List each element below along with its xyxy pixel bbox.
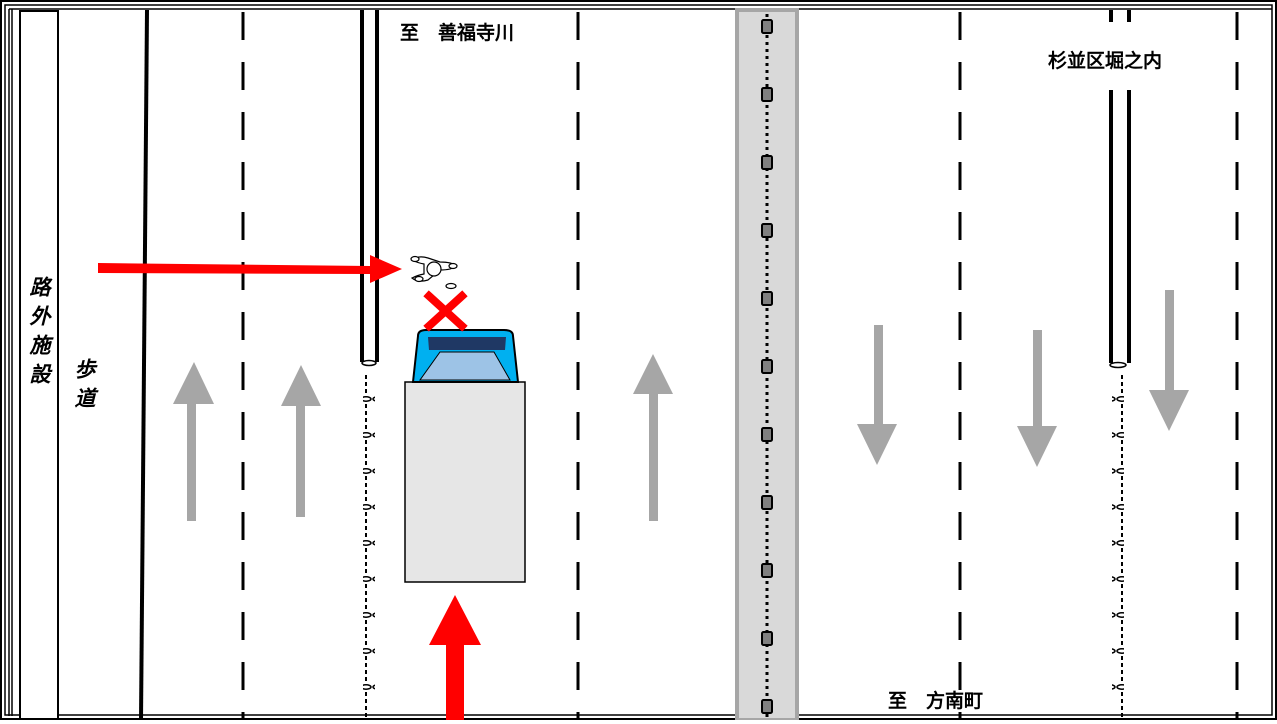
sidewalk-edge-line [139, 9, 149, 721]
up-arrow-2 [281, 365, 321, 517]
pedestrian-icon [410, 255, 458, 290]
down-arrow-2 [1017, 330, 1057, 467]
vehicle-path-arrow [429, 595, 481, 720]
direction-label-north: 至 善福寺川 [400, 22, 515, 44]
off-road-facility-label: 路外施設 [27, 276, 51, 392]
up-arrow-3 [633, 354, 673, 521]
central-median [735, 8, 799, 722]
median-post [761, 427, 773, 442]
median-post [761, 155, 773, 170]
down-arrow-1 [857, 325, 897, 465]
off-road-facility-box [19, 10, 59, 720]
direction-label-south: 至 方南町 [888, 690, 984, 712]
median-post [761, 87, 773, 102]
truck-roof [428, 337, 506, 350]
down-arrow-3 [1149, 290, 1189, 431]
median-post [761, 223, 773, 238]
median-post [761, 19, 773, 34]
median-post [761, 495, 773, 510]
median-post [761, 291, 773, 306]
gray-arrows-northbound [173, 354, 673, 521]
right-lane-boundary [1109, 10, 1131, 720]
lane-dashes [241, 12, 1239, 720]
truck-windshield [419, 351, 511, 381]
sidewalk-label: 歩道 [72, 358, 96, 416]
median-post [761, 699, 773, 714]
collision-x-icon [423, 290, 468, 332]
median-post [761, 631, 773, 646]
truck-icon [404, 329, 526, 583]
median-post [761, 563, 773, 578]
up-arrow-1 [173, 362, 214, 521]
left-lane-boundary [360, 10, 379, 720]
pedestrian-path-arrow [98, 255, 402, 283]
median-post [761, 359, 773, 374]
gray-arrows-southbound [857, 290, 1189, 467]
truck-body [404, 381, 526, 583]
district-label: 杉並区堀之内 [1048, 50, 1163, 72]
